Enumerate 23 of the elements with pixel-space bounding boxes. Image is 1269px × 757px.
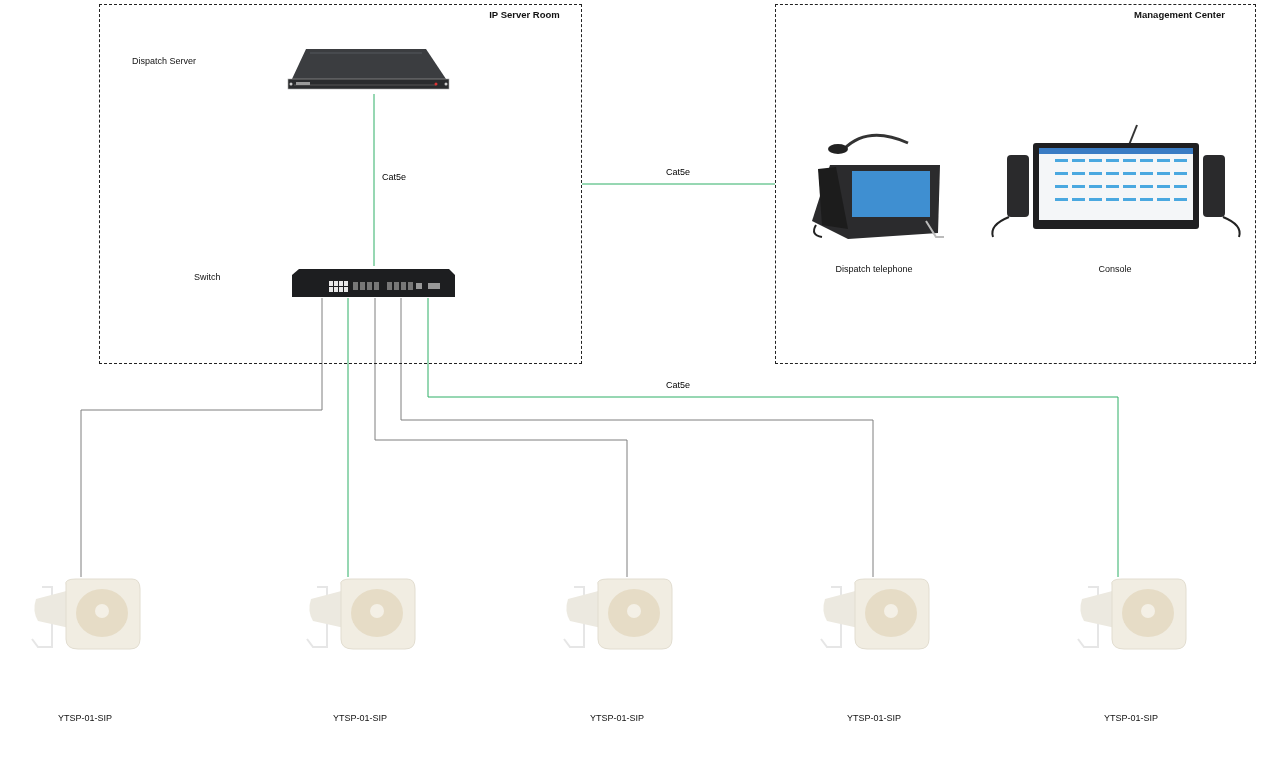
edge-label: Cat5e bbox=[664, 167, 693, 177]
device-label: YTSP-01-SIP bbox=[332, 713, 388, 723]
edge-label: Cat5e bbox=[380, 172, 409, 182]
device-label: Dispatch telephone bbox=[834, 264, 914, 274]
device-label: Switch bbox=[194, 272, 221, 282]
cable-line bbox=[347, 297, 349, 578]
cable-line bbox=[581, 183, 776, 185]
cable-line bbox=[80, 297, 323, 578]
device-label: Console bbox=[1097, 264, 1133, 274]
room-boundary bbox=[99, 4, 582, 364]
room-title: Management Center bbox=[1133, 9, 1226, 20]
edge-label: Cat5e bbox=[664, 380, 693, 390]
cable-line bbox=[400, 297, 874, 578]
device-label: YTSP-01-SIP bbox=[57, 713, 113, 723]
device-label: YTSP-01-SIP bbox=[846, 713, 902, 723]
cable-line bbox=[374, 297, 628, 578]
cable-line bbox=[373, 93, 375, 267]
cable-line bbox=[427, 297, 1119, 578]
device-label: Dispatch Server bbox=[132, 56, 197, 66]
device-label: YTSP-01-SIP bbox=[589, 713, 645, 723]
device-label: YTSP-01-SIP bbox=[1103, 713, 1159, 723]
room-title: IP Server Room bbox=[488, 9, 561, 20]
room-boundary bbox=[775, 4, 1256, 364]
